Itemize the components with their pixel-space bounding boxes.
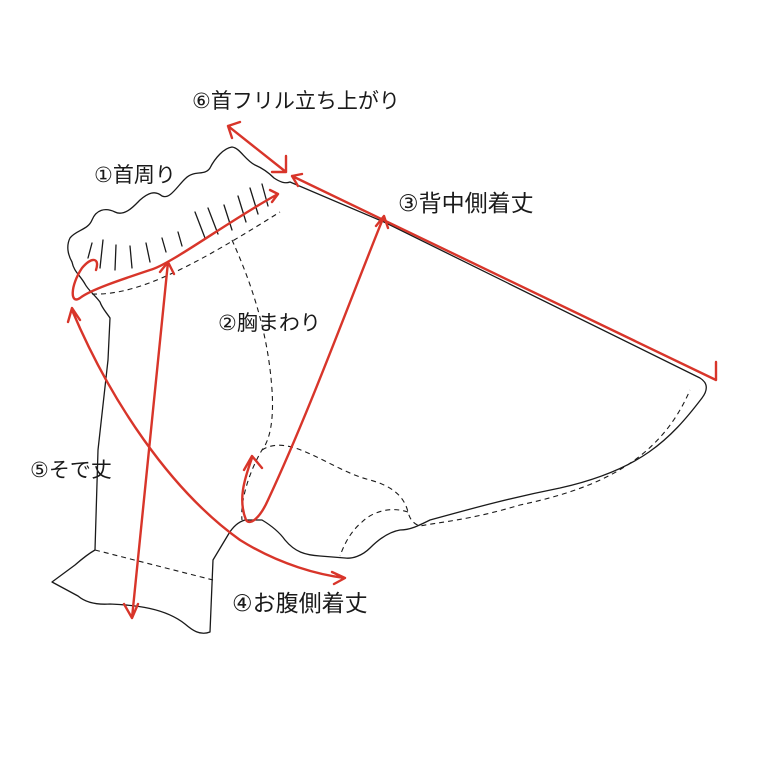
neck-circumference-label: ①首周り — [94, 163, 176, 187]
belly-seam-line — [339, 509, 409, 557]
neck-circumference-line — [71, 188, 280, 301]
frill-pleats — [87, 183, 269, 271]
neck-frill-height-label: ⑥首フリル立ち上がり — [192, 89, 400, 113]
chest-seam-line — [231, 239, 274, 521]
measurement-lines — [66, 120, 718, 620]
back-length-line — [290, 172, 718, 382]
sleeve-length-label: ⑤そで丈 — [30, 458, 112, 482]
sleeve-length-line — [66, 306, 347, 586]
neck-frill-height-line — [226, 120, 288, 174]
chest-circumference-line — [241, 214, 390, 524]
sleeve-hem-line — [94, 549, 214, 581]
neck-seam-line — [91, 211, 281, 295]
leg-seam-line — [261, 389, 691, 527]
chest-circumference-label: ②胸まわり — [218, 311, 321, 335]
garment-outline — [51, 146, 707, 634]
back-length-label: ③背中側着丈 — [398, 191, 534, 217]
belly-length-line — [122, 260, 176, 620]
belly-length-label: ④お腹側着丈 — [232, 591, 368, 617]
